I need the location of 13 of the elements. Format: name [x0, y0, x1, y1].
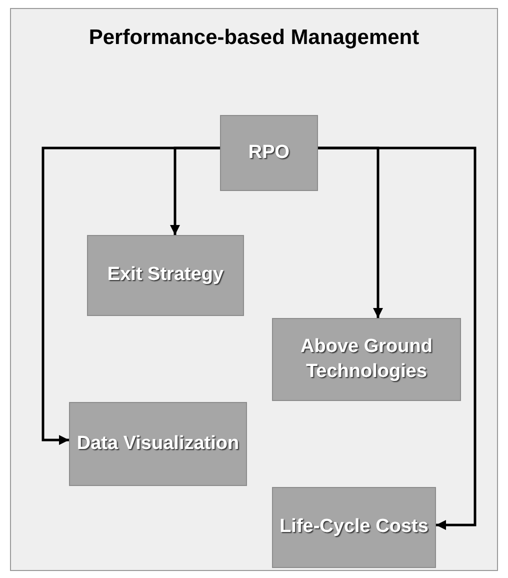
diagram-title: Performance-based Management — [88, 26, 420, 50]
box-label: RPO — [248, 140, 290, 165]
process-box — [69, 402, 247, 486]
process-box — [272, 487, 436, 568]
process-box — [87, 235, 244, 316]
box-label: Data Visualization — [76, 432, 240, 456]
box-label: Exit Strategy — [107, 263, 224, 288]
connector-arrow — [42, 146, 220, 445]
process-box — [272, 318, 461, 401]
box-label: Above Ground Technologies — [300, 334, 434, 384]
connector-arrow — [318, 146, 476, 530]
box-label: Life-Cycle Costs — [280, 515, 428, 540]
process-box — [220, 115, 318, 191]
